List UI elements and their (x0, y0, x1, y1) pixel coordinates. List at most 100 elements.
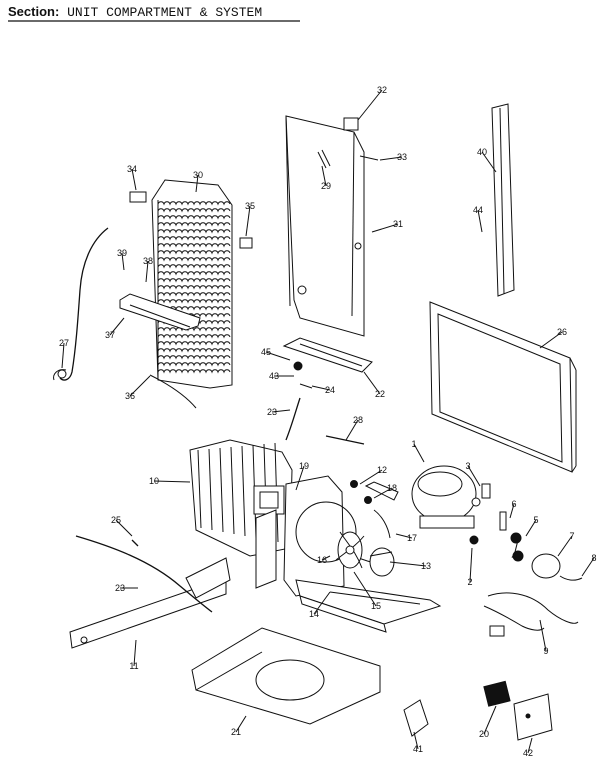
coil-row (157, 236, 231, 241)
coil-row (157, 285, 231, 290)
condenser-coil (151, 179, 233, 389)
relay-overload (499, 511, 524, 562)
callout-14: 14 (309, 609, 319, 619)
callout-3: 3 (465, 461, 470, 471)
section-title: UNIT COMPARTMENT & SYSTEM (67, 5, 263, 20)
tube-23b (75, 535, 213, 613)
coil-row (157, 278, 231, 283)
coil-row (157, 271, 231, 276)
callout-17: 17 (407, 533, 417, 543)
grommet-45 (293, 361, 303, 371)
coil-row (157, 299, 231, 304)
callout-15: 15 (371, 601, 381, 611)
leader-line-13 (389, 561, 427, 567)
leader-line-32 (357, 89, 383, 121)
leader-line-44 (477, 209, 483, 233)
coil-row (157, 243, 231, 248)
coil-row (157, 215, 231, 220)
coil-row (157, 264, 231, 269)
leader-line-28 (345, 419, 359, 441)
evaporator-fin (230, 446, 235, 535)
callout-23: 23 (115, 583, 125, 593)
fan-blade (335, 531, 365, 569)
back-panel (285, 115, 379, 337)
drain-tube (53, 227, 109, 381)
callout-25: 25 (111, 515, 121, 525)
drain-trough (282, 337, 373, 373)
callout-42: 42 (523, 748, 533, 758)
drain-pan (191, 627, 381, 725)
callout-31: 31 (393, 219, 403, 229)
coil-row (157, 369, 231, 374)
callout-29: 29 (321, 181, 331, 191)
callout-35: 35 (245, 201, 255, 211)
callout-40: 40 (477, 147, 487, 157)
leader-line-35 (245, 205, 251, 237)
callout-10: 10 (149, 476, 159, 486)
leader-line-41 (413, 731, 419, 750)
callout-41: 41 (413, 744, 423, 754)
leader-line-39 (121, 252, 125, 271)
leader-line-9 (539, 619, 547, 652)
coil-row (157, 341, 231, 346)
leader-line-21 (235, 715, 247, 733)
leader-line-36 (129, 375, 151, 397)
evaporator-fin (208, 448, 213, 531)
leader-line-33 (379, 156, 403, 161)
leader-line-26 (539, 331, 563, 349)
clip-41 (403, 699, 429, 737)
leader-line-45 (265, 351, 291, 361)
coil-row (157, 222, 231, 227)
leader-line-29 (321, 165, 327, 187)
callout-33: 33 (397, 152, 407, 162)
shroud-edge-17 (373, 509, 391, 539)
callout-30: 30 (193, 170, 203, 180)
evaporator-fin (219, 447, 224, 533)
leader-line-27 (61, 342, 65, 369)
callout-1: 1 (411, 439, 416, 449)
leader-line-11 (133, 639, 137, 667)
callout-44: 44 (473, 205, 483, 215)
callout-20: 20 (479, 729, 489, 739)
leader-line-14 (313, 591, 331, 615)
coil-row (157, 355, 231, 360)
fan-bracket (283, 475, 377, 597)
callout-12: 12 (377, 465, 387, 475)
coil-row (157, 250, 231, 255)
callout-37: 37 (105, 330, 115, 340)
leader-line-12 (359, 469, 383, 485)
coil-row (157, 208, 231, 213)
leader-line-24 (311, 385, 331, 391)
callout-24: 24 (325, 385, 335, 395)
leader-line-18 (373, 487, 393, 499)
strut-19 (255, 509, 277, 589)
leader-line-6 (509, 503, 515, 519)
leader-line-4 (513, 539, 519, 557)
power-cord (483, 592, 579, 637)
leader-line-19 (295, 465, 305, 491)
leader-line-38 (145, 260, 149, 283)
capacitor (531, 553, 583, 581)
section-label: Section: (8, 4, 60, 19)
callout-8: 8 (591, 553, 596, 563)
callout-21: 21 (231, 727, 241, 737)
leader-line-1 (413, 443, 425, 463)
bracket-42 (513, 693, 553, 741)
evaporator-coil (189, 439, 293, 557)
leader-line-34 (131, 168, 137, 191)
leader-line-5 (525, 519, 537, 537)
callout-13: 13 (421, 561, 431, 571)
callout-16: 16 (317, 555, 327, 565)
leader-line-22 (363, 371, 381, 395)
callout-6: 6 (511, 499, 516, 509)
coil-row (157, 334, 231, 339)
compressor (411, 465, 491, 545)
leader-line-23 (271, 409, 291, 413)
callout-19: 19 (299, 461, 309, 471)
shroud-bracket (364, 481, 399, 501)
callout-36: 36 (125, 391, 135, 401)
tube-28 (325, 435, 365, 445)
coil-row (157, 362, 231, 367)
leader-line-37 (109, 317, 125, 336)
